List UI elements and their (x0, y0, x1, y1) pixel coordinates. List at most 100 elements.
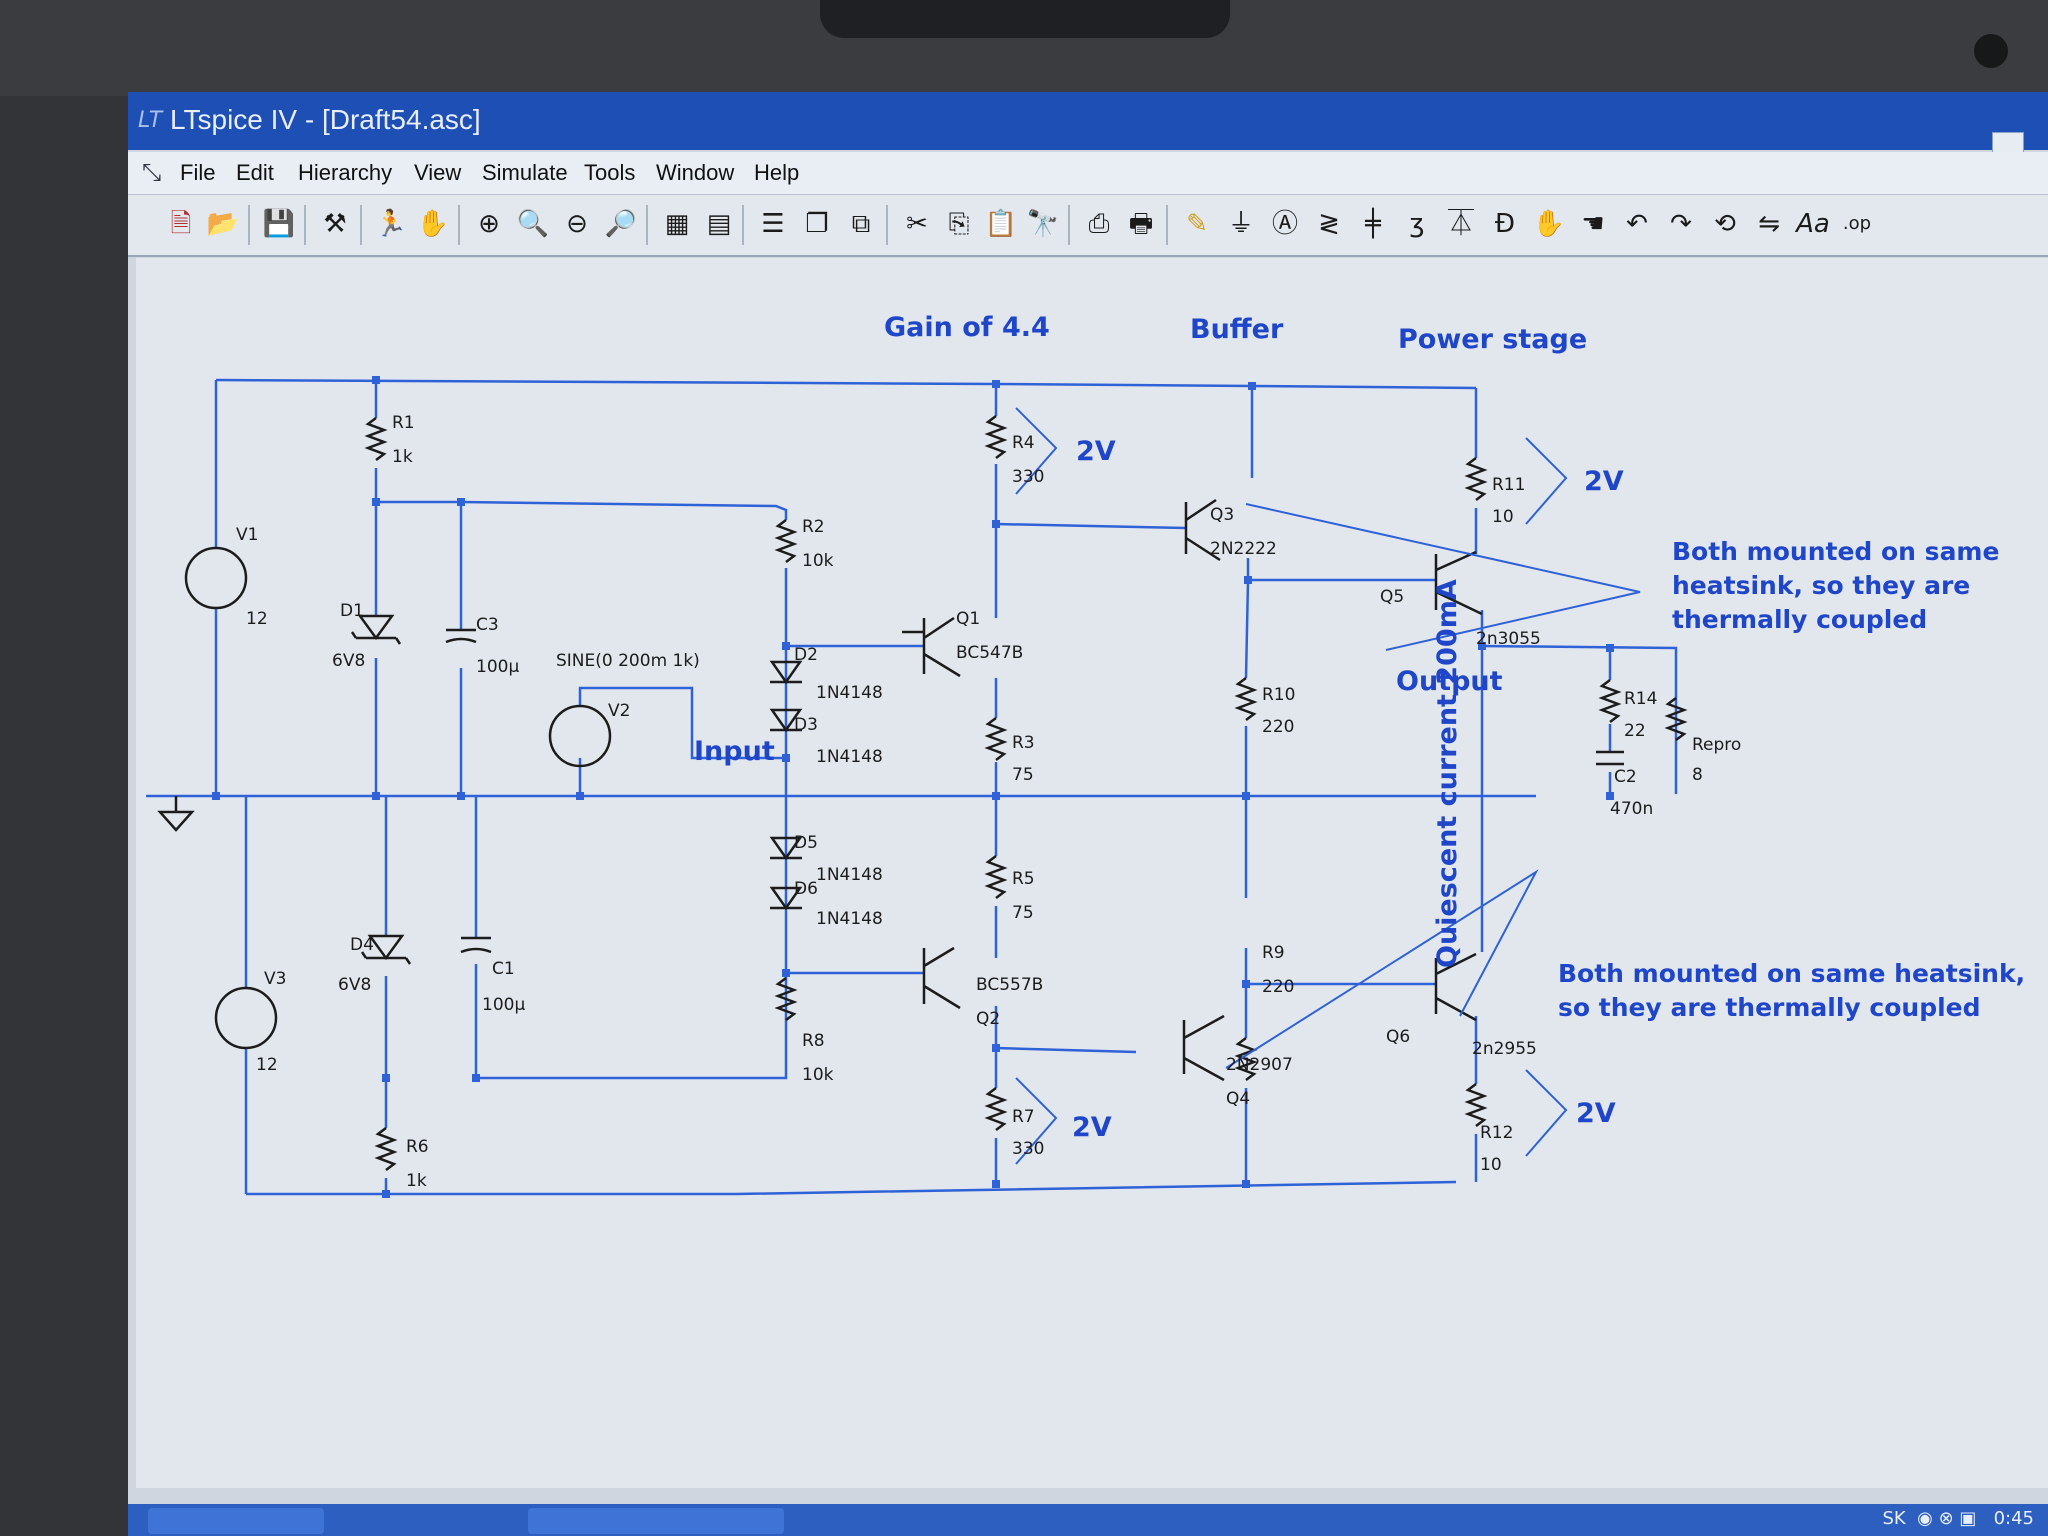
svg-text:D5: D5 (794, 833, 818, 853)
new-schematic-icon[interactable]: 🗎 (170, 209, 192, 239)
svg-text:Q3: Q3 (1210, 505, 1234, 525)
cascade-icon[interactable]: ❐ (805, 209, 829, 239)
svg-text:SINE(0 200m 1k): SINE(0 200m 1k) (556, 651, 700, 671)
language-indicator[interactable]: SK (1882, 1508, 1906, 1529)
mirror-icon[interactable]: ⇋ (1758, 209, 1780, 239)
zoom-in-icon[interactable]: ⊕ (478, 209, 500, 239)
menu-tools[interactable]: Tools (584, 160, 636, 185)
svg-text:6V8: 6V8 (338, 975, 371, 995)
svg-text:100µ: 100µ (482, 995, 525, 1015)
rotate-icon[interactable]: ⟲ (1714, 209, 1736, 239)
wires (146, 378, 1678, 1196)
toolbar: 🗎 📂 💾 ⚒ 🏃 ✋ ⊕ 🔍 ⊖ 🔎 ▦ ▤ ☰ ❐ ⧉ ✂ ⎘ 📋 🔭 ⎙ … (128, 195, 2048, 257)
clock[interactable]: 0:45 (1993, 1508, 2034, 1529)
menu-help[interactable]: Help (754, 160, 800, 185)
menu-hierarchy[interactable]: Hierarchy (298, 160, 393, 185)
paste-icon[interactable]: 📋 (984, 209, 1018, 239)
plot-settings-icon[interactable]: ▤ (706, 209, 732, 239)
monitor-notch (820, 0, 1230, 38)
save-icon[interactable]: 💾 (262, 209, 296, 239)
v1-symbol (184, 546, 248, 610)
d6-symbol (769, 886, 803, 911)
schematic-canvas[interactable]: Gain of 4.4 Buffer Power stage Both moun… (136, 258, 2048, 1488)
svg-text:1N4148: 1N4148 (816, 683, 883, 703)
diode-icon[interactable]: ⏄ (1447, 209, 1474, 239)
components (157, 415, 1688, 1171)
resistor-icon[interactable]: ≷ (1318, 209, 1340, 239)
run-icon[interactable]: 🏃 (374, 209, 408, 239)
svg-text:100µ: 100µ (476, 657, 519, 677)
open-icon[interactable]: 📂 (206, 209, 240, 239)
svg-text:330: 330 (1012, 1139, 1044, 1159)
menu-file[interactable]: File (180, 160, 216, 185)
d3-symbol (769, 708, 803, 733)
wire-icon[interactable]: ✎ (1186, 209, 1208, 239)
control-panel-icon[interactable]: ⚒ (323, 209, 347, 239)
r11-symbol (1464, 457, 1488, 501)
capacitor-icon[interactable]: ╪ (1365, 209, 1381, 239)
title-bar[interactable]: LT LTspice IV - [Draft54.asc] (128, 92, 2048, 150)
svg-text:D1: D1 (340, 601, 364, 621)
svg-text:R2: R2 (802, 517, 825, 537)
svg-text:D4: D4 (350, 935, 374, 955)
monitor-bezel-left (0, 96, 128, 1536)
menu-view[interactable]: View (414, 160, 462, 185)
label-output: Output (1396, 666, 1503, 697)
r3-symbol (984, 717, 1008, 761)
print-setup-icon[interactable]: ⎙ (1088, 209, 1110, 239)
menu-edit[interactable]: Edit (236, 160, 274, 185)
c3-symbol (445, 628, 477, 644)
cut-icon[interactable]: ✂ (906, 209, 928, 239)
taskbar-item[interactable] (148, 1508, 324, 1534)
redo-icon[interactable]: ↷ (1670, 209, 1692, 239)
r10-symbol (1234, 677, 1258, 721)
svg-text:R12: R12 (1480, 1123, 1513, 1143)
find-icon[interactable]: 🔭 (1026, 209, 1060, 239)
drag-icon[interactable]: ☚ (1581, 209, 1605, 239)
note-heatsink-bottom-1: Both mounted on same heatsink, (1558, 959, 2025, 988)
label-2v-r12: 2V (1576, 1098, 1616, 1129)
heading-buffer: Buffer (1190, 314, 1284, 345)
taskbar: SK ◉ ⊗ ▣ 0:45 (128, 1504, 2048, 1536)
menu-simulate[interactable]: Simulate (482, 160, 568, 185)
move-icon[interactable]: ✋ (1532, 209, 1566, 239)
q2-symbol (922, 946, 961, 1010)
zoom-fit-icon[interactable]: 🔎 (604, 209, 638, 239)
menu-window[interactable]: Window (656, 160, 735, 185)
svg-text:R6: R6 (406, 1137, 429, 1157)
svg-text:75: 75 (1012, 765, 1034, 785)
r14-symbol (1598, 679, 1622, 723)
text-icon[interactable]: Aa (1796, 209, 1830, 239)
svg-text:12: 12 (256, 1055, 278, 1075)
q6-symbol (1434, 952, 1477, 1022)
autorange-icon[interactable]: ▦ (664, 209, 690, 239)
label-quiescent: Quiescent current 200mA (1432, 579, 1463, 968)
print-icon[interactable]: 🖶 (1128, 209, 1154, 239)
ground-icon[interactable]: ⏚ (1227, 209, 1254, 239)
v2-symbol (548, 704, 612, 768)
schematic-doc-icon: ⤡ (142, 158, 162, 186)
close-all-icon[interactable]: ⧉ (851, 209, 871, 239)
menu-bar: ⤡ File Edit Hierarchy View Simulate Tool… (128, 152, 2048, 195)
svg-text:220: 220 (1262, 717, 1294, 737)
taskbar-item[interactable] (528, 1508, 784, 1534)
tile-icon[interactable]: ☰ (761, 209, 785, 239)
svg-text:D3: D3 (794, 715, 818, 735)
q1-symbol (902, 616, 961, 678)
svg-text:75: 75 (1012, 903, 1034, 923)
halt-icon[interactable]: ✋ (416, 209, 450, 239)
repro-symbol (1664, 697, 1688, 741)
undo-icon[interactable]: ↶ (1626, 209, 1648, 239)
svg-text:12: 12 (246, 609, 268, 629)
copy-icon[interactable]: ⎘ (948, 209, 970, 239)
component-icon[interactable]: Ð (1494, 209, 1516, 239)
zoom-pan-icon[interactable]: 🔍 (516, 209, 550, 239)
heading-power-stage: Power stage (1398, 324, 1587, 355)
r9-symbol (1234, 1037, 1258, 1081)
spice-directive-icon[interactable]: .op (1842, 213, 1872, 234)
inductor-icon[interactable]: ʒ (1409, 209, 1425, 239)
label-icon[interactable]: Ⓐ (1271, 209, 1298, 239)
svg-text:8: 8 (1692, 765, 1703, 785)
zoom-out-icon[interactable]: ⊖ (566, 209, 588, 239)
